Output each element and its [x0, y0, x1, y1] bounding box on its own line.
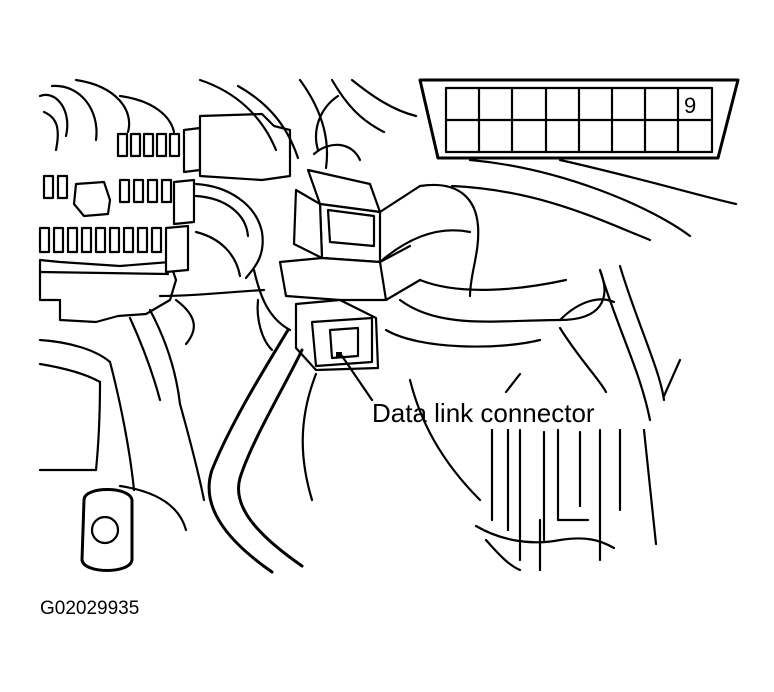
- data-link-connector-label: Data link connector: [372, 398, 595, 428]
- callout-leader-line: [340, 354, 374, 402]
- lower-bracket: [474, 428, 658, 572]
- pin-number-label: 9: [684, 93, 696, 118]
- fuse-block: [38, 78, 292, 324]
- data-link-connector: [278, 168, 422, 372]
- bolt-bracket: [80, 488, 134, 572]
- left-lower-panel: [38, 308, 206, 572]
- steering-column: [207, 328, 318, 574]
- dlc-pin-face-inset: 9: [418, 78, 740, 160]
- figure-id: G02029935: [40, 598, 139, 619]
- dash-panel-right: [378, 158, 738, 502]
- bolt-icon: [90, 515, 120, 545]
- wiring-harness: [158, 78, 418, 352]
